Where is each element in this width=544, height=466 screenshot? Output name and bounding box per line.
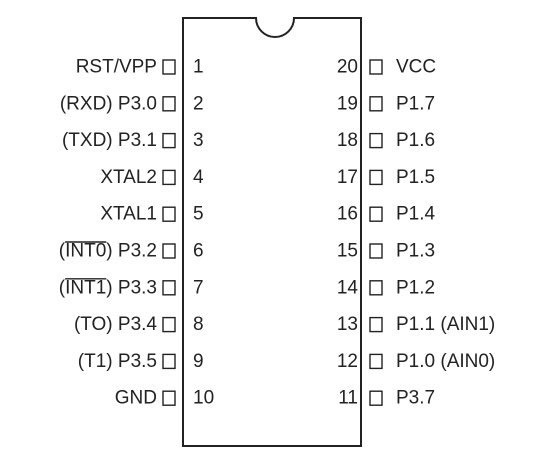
left-pin-4-number: 4 — [193, 167, 204, 188]
right-pin-20-number: 20 — [337, 57, 358, 78]
right-pin-20-box — [369, 59, 383, 75]
left-pin-10-label: GND — [115, 388, 157, 409]
right-pin-14-box — [369, 280, 383, 296]
right-pin-12-box — [369, 353, 383, 370]
left-pin-7-number: 7 — [193, 277, 204, 298]
left-pin-6-box — [162, 243, 176, 259]
right-pin-16-number: 16 — [337, 204, 358, 225]
left-pin-1-number: 1 — [193, 57, 204, 78]
left-pin-4-label: XTAL2 — [100, 167, 157, 188]
right-pin-20-label: VCC — [396, 57, 436, 78]
left-pin-1-label: RST/VPP — [76, 57, 157, 78]
left-pin-8-number: 8 — [193, 314, 204, 335]
right-pin-16-label: P1.4 — [396, 204, 436, 225]
left-pin-9-box — [162, 353, 176, 370]
right-pin-12-number: 12 — [337, 351, 358, 372]
left-pin-5-label: XTAL1 — [100, 204, 157, 225]
left-pin-8-box — [162, 316, 176, 333]
right-pin-18-number: 18 — [337, 130, 358, 151]
left-pin-2-label: (RXD) P3.0 — [60, 93, 157, 114]
left-pin-2-number: 2 — [193, 93, 204, 114]
right-pin-15-box — [369, 243, 383, 259]
left-pin-3-box — [162, 132, 176, 149]
right-pin-12-label: P1.0 (AIN0) — [396, 351, 495, 372]
left-pin-8-label: (TO) P3.4 — [74, 314, 157, 335]
right-pin-15-number: 15 — [337, 241, 358, 262]
left-pin-5-box — [162, 206, 176, 222]
left-pin-10-box — [162, 390, 176, 406]
right-pin-18-box — [369, 132, 383, 149]
right-pin-11-number: 11 — [338, 388, 358, 409]
left-pin-6-number: 6 — [193, 241, 204, 262]
right-pin-15-label: P1.3 — [396, 241, 435, 262]
pins: 1 RST/VPP 2 (RXD) P3.0 3 (TXD) P3.1 4 XTAL2 5 XTA… — [59, 57, 495, 409]
right-pin-13-number: 13 — [337, 314, 358, 335]
left-pin-3-number: 3 — [193, 130, 204, 151]
right-pin-19-box — [369, 96, 383, 112]
right-pin-14-number: 14 — [337, 277, 359, 298]
left-pin-5-number: 5 — [193, 204, 204, 225]
left-pin-7-box — [162, 280, 176, 296]
left-pin-10-number: 10 — [193, 388, 214, 409]
chip-body — [182, 17, 362, 447]
left-pin-9-label: (T1) P3.5 — [78, 351, 157, 372]
right-pin-19-number: 19 — [337, 93, 358, 114]
right-pin-16-box — [369, 206, 383, 222]
left-pin-3-label: (TXD) P3.1 — [62, 130, 157, 151]
right-pin-19-label: P1.7 — [396, 93, 435, 114]
right-pin-11-box — [369, 390, 383, 406]
left-pin-6-label: (INT0) P3.2 — [59, 241, 157, 262]
right-pin-11-label: P3.7 — [396, 388, 435, 409]
left-pin-4-box — [162, 169, 176, 186]
left-pin-7-label: (INT1) P3.3 — [59, 277, 157, 298]
right-pin-17-label: P1.5 — [396, 167, 435, 188]
right-pin-17-number: 17 — [337, 167, 358, 188]
left-pin-9-number: 9 — [193, 351, 204, 372]
right-pin-17-box — [369, 169, 383, 186]
left-pin-1-box — [162, 59, 176, 75]
right-pin-13-label: P1.1 (AIN1) — [396, 314, 495, 335]
right-pin-13-box — [369, 316, 383, 333]
right-pin-18-label: P1.6 — [396, 130, 435, 151]
left-pin-2-box — [162, 96, 176, 112]
right-pin-14-label: P1.2 — [396, 277, 435, 298]
